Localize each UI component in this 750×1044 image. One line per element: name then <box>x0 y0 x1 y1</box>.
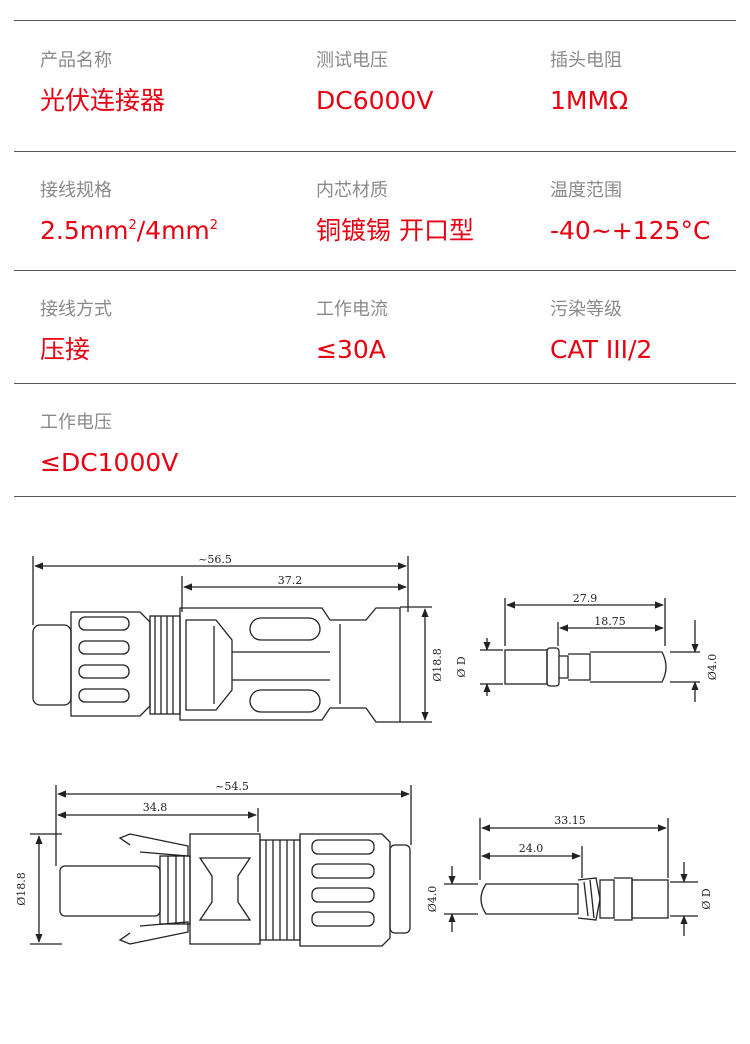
dim-overall-length: ~54.5 <box>215 780 249 793</box>
spec-label: 接线规格 <box>40 180 112 201</box>
dim-body-diameter: Ø18.8 <box>15 872 28 906</box>
spec-wire-spec: 接线规格 2.5mm2/4mm2 <box>40 180 218 246</box>
dim-socket-diameter: Ø4.0 <box>426 886 439 913</box>
spec-label: 温度范围 <box>550 180 622 201</box>
female-connector-dimensions: ~54.5 34.8 Ø18.8 <box>15 780 249 906</box>
divider <box>14 496 736 497</box>
spec-working-current: 工作电流 ≤30A <box>316 299 388 365</box>
female-connector-drawing <box>30 785 412 947</box>
spec-value: ≤30A <box>316 335 386 364</box>
divider <box>14 383 736 384</box>
dim-socket-length: 33.15 <box>554 814 586 827</box>
dim-pin-contact-length: 18.75 <box>594 615 626 628</box>
divider <box>14 20 736 21</box>
spec-pollution-level: 污染等级 CAT III/2 <box>550 299 652 365</box>
spec-value: 光伏连接器 <box>40 86 166 115</box>
spec-test-voltage: 测试电压 DC6000V <box>316 50 433 116</box>
spec-wiring-method: 接线方式 压接 <box>40 299 112 365</box>
spec-plug-resistance: 插头电阻 1MMΩ <box>550 50 628 116</box>
spec-label: 内芯材质 <box>316 180 388 201</box>
divider <box>14 270 736 271</box>
spec-value: 1MMΩ <box>550 86 629 115</box>
male-pin-drawing <box>480 598 700 702</box>
dim-pin-od: Ø D <box>455 656 468 678</box>
spec-label: 测试电压 <box>316 50 388 71</box>
spec-label: 污染等级 <box>550 299 622 320</box>
spec-value: ≤DC1000V <box>40 448 179 477</box>
spec-label: 工作电流 <box>316 299 388 320</box>
superscript: 2 <box>209 218 219 233</box>
connector-drawings: ~56.5 37.2 Ø18.8 27.9 18.75 Ø D Ø4.0 <box>15 553 719 947</box>
dim-body-length: 37.2 <box>278 574 303 587</box>
superscript: 2 <box>128 218 137 233</box>
spec-core-material: 内芯材质 铜镀锡 开口型 <box>316 180 474 246</box>
spec-value: -40~+125°C <box>550 216 711 245</box>
spec-value: 2.5mm2/4mm2 <box>40 216 218 246</box>
female-socket-dimensions: 33.15 24.0 Ø4.0 Ø D <box>426 814 713 912</box>
spec-label: 插头电阻 <box>550 50 622 71</box>
spec-value: 压接 <box>40 335 91 364</box>
male-connector-drawing <box>32 556 432 723</box>
dim-body-length: 34.8 <box>143 801 168 814</box>
spec-value-part: 2.5mm <box>40 216 129 245</box>
spec-working-voltage: 工作电压 ≤DC1000V <box>40 412 178 478</box>
female-socket-drawing <box>444 818 698 936</box>
spec-value: 铜镀锡 开口型 <box>316 216 474 245</box>
dim-overall-length: ~56.5 <box>198 553 232 566</box>
dim-pin-length: 27.9 <box>573 592 598 605</box>
spec-value: DC6000V <box>316 86 434 115</box>
male-connector-dimensions: ~56.5 37.2 Ø18.8 <box>198 553 444 682</box>
spec-label: 接线方式 <box>40 299 112 320</box>
dim-socket-od: Ø D <box>700 888 713 910</box>
spec-label: 工作电压 <box>40 412 112 433</box>
spec-value-part: /4mm <box>136 216 210 245</box>
dim-pin-diameter: Ø4.0 <box>706 654 719 681</box>
divider <box>14 151 736 152</box>
male-pin-dimensions: 27.9 18.75 Ø D Ø4.0 <box>455 592 719 680</box>
spec-temperature-range: 温度范围 -40~+125°C <box>550 180 710 246</box>
dim-socket-contact-length: 24.0 <box>519 842 544 855</box>
dim-body-diameter: Ø18.8 <box>431 648 444 682</box>
spec-product-name: 产品名称 光伏连接器 <box>40 50 165 116</box>
spec-label: 产品名称 <box>40 50 112 71</box>
spec-value: CAT III/2 <box>550 335 653 364</box>
